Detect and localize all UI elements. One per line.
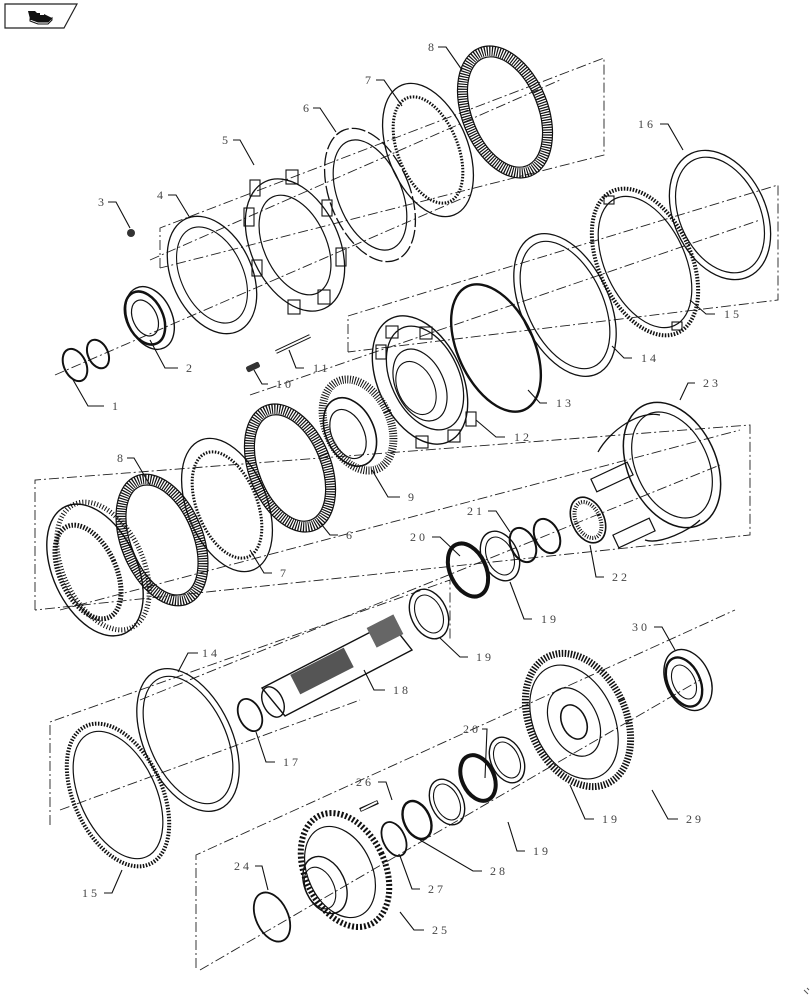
- group-box-piston-assembly: [347, 184, 779, 353]
- callout-label-14[interactable]: 14: [641, 351, 659, 365]
- callout-label-19[interactable]: 19: [533, 844, 551, 858]
- axis-line: [139, 464, 721, 701]
- part-22-needle-bearing: [569, 496, 607, 544]
- part-4-plate: [166, 215, 258, 335]
- callout-label-29[interactable]: 29: [686, 812, 704, 826]
- callout-label-13[interactable]: 13: [556, 396, 574, 410]
- axis-line: [59, 429, 741, 611]
- part-5-tabbed-plate: [243, 169, 347, 315]
- part-19-thrust-washer-d: [488, 736, 526, 784]
- callout-label-28[interactable]: 28: [490, 864, 508, 878]
- part-30-bearing: [663, 648, 713, 712]
- callout-label-8[interactable]: 8: [428, 40, 437, 54]
- part-8-friction-disc-lower: [115, 473, 209, 607]
- part-2-bearing: [123, 285, 176, 351]
- part-20-seal: [445, 541, 491, 599]
- part-12-piston-housing: [371, 315, 477, 449]
- callout-label-20[interactable]: 20: [463, 722, 481, 736]
- part-21-o-rings: [508, 517, 562, 564]
- part-3-screw: [127, 229, 135, 237]
- part-clutch-hub: [46, 499, 152, 637]
- callout-label-21[interactable]: 21: [467, 504, 485, 518]
- part-25-gear: [297, 810, 393, 930]
- part-29-large-gear: [521, 649, 635, 791]
- callout-label-7[interactable]: 7: [280, 566, 289, 580]
- resize-grip-icon: [803, 987, 810, 995]
- callout-label-19[interactable]: 19: [541, 612, 559, 626]
- axis-line: [54, 194, 471, 376]
- callout-label-10[interactable]: 10: [276, 377, 294, 391]
- part-19-thrust-washer: [479, 530, 521, 582]
- callout-label-27[interactable]: 27: [428, 882, 446, 896]
- part-1-snap-rings: [61, 338, 111, 383]
- part-11-pin: [275, 334, 311, 354]
- group-box-lower-plates: [49, 579, 451, 825]
- callout-label-2[interactable]: 2: [186, 361, 195, 375]
- callout-label-23[interactable]: 23: [703, 376, 721, 390]
- callout-label-14[interactable]: 14: [202, 646, 220, 660]
- callout-label-25[interactable]: 25: [432, 923, 450, 937]
- part-9-gear-drum: [318, 375, 398, 475]
- callout-label-6[interactable]: 6: [346, 528, 355, 542]
- callout-label-24[interactable]: 24: [234, 859, 252, 873]
- part-14-retaining-plate-lower: [136, 668, 240, 812]
- callout-label-9[interactable]: 9: [408, 490, 417, 504]
- hand-pointer-icon: [28, 11, 53, 25]
- part-27-snap-ring: [380, 821, 408, 857]
- part-24-o-ring: [252, 891, 292, 943]
- callout-label-26[interactable]: 26: [356, 775, 374, 789]
- part-19-thrust-washer-c: [428, 778, 466, 826]
- group-box-upper-clutch: [159, 57, 605, 269]
- part-10-spring: [246, 361, 260, 373]
- callout-label-4[interactable]: 4: [157, 188, 166, 202]
- part-19-thrust-washer-b: [408, 588, 450, 640]
- callout-label-1[interactable]: 1: [112, 399, 121, 413]
- part-16-ring: [668, 149, 772, 281]
- callout-label-8[interactable]: 8: [117, 451, 126, 465]
- group-box-middle-clutch: [34, 424, 751, 611]
- callout-label-18[interactable]: 18: [393, 683, 411, 697]
- callout-label-30[interactable]: 30: [632, 620, 650, 634]
- part-15-toothed-ring: [589, 186, 701, 338]
- callout-label-19[interactable]: 19: [602, 812, 620, 826]
- part-23-planet-carrier: [590, 401, 722, 549]
- callout-label-15[interactable]: 15: [82, 886, 100, 900]
- callout-label-3[interactable]: 3: [98, 195, 107, 209]
- callout-label-7[interactable]: 7: [365, 73, 374, 87]
- callout-label-20[interactable]: 20: [410, 530, 428, 544]
- callout-label-5[interactable]: 5: [222, 133, 231, 147]
- callout-label-15[interactable]: 15: [724, 307, 742, 321]
- callout-label-11[interactable]: 11: [313, 361, 331, 375]
- callout-label-16[interactable]: 16: [638, 117, 656, 131]
- part-6-friction-disc-lower: [243, 403, 337, 533]
- callout-label-12[interactable]: 12: [514, 430, 532, 444]
- part-26-bolt: [359, 800, 379, 812]
- part-18-shaft: [260, 614, 414, 718]
- axis-line: [59, 699, 361, 811]
- part-7-friction-plate: [381, 82, 475, 218]
- part-20-seal-b: [458, 753, 498, 803]
- part-13-seal-ring: [449, 283, 543, 413]
- callout-label-17[interactable]: 17: [283, 755, 301, 769]
- part-6-separator-plate: [323, 127, 417, 263]
- part-17-snap-ring: [236, 698, 264, 732]
- callout-label-6[interactable]: 6: [303, 101, 312, 115]
- part-28-ring: [401, 799, 433, 841]
- axis-line: [149, 79, 561, 261]
- nav-button[interactable]: [4, 3, 78, 29]
- part-8-friction-disc: [456, 45, 554, 179]
- leader-lines: [71, 46, 715, 931]
- callout-label-22[interactable]: 22: [612, 570, 630, 584]
- callout-label-19[interactable]: 19: [476, 650, 494, 664]
- part-15-toothed-ring-lower: [64, 721, 172, 869]
